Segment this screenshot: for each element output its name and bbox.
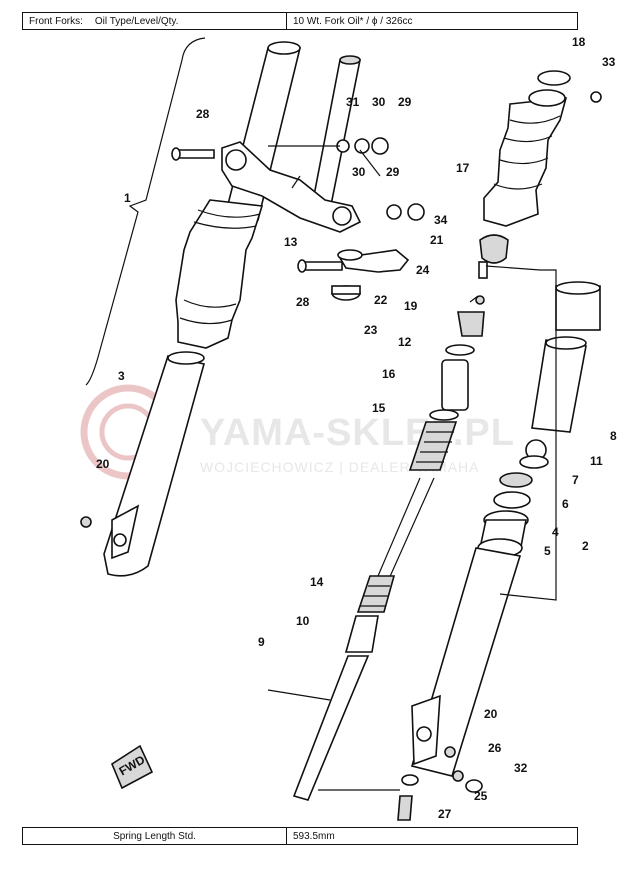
callout-18: 18 bbox=[572, 35, 586, 49]
callout-2: 2 bbox=[582, 539, 589, 553]
callout-31: 31 bbox=[346, 95, 360, 109]
drain-washer-20-left bbox=[80, 516, 92, 528]
callout-20-right: 20 bbox=[484, 707, 498, 721]
spec-value-spring: 593.5mm bbox=[293, 830, 335, 842]
callout-9: 9 bbox=[258, 635, 265, 649]
damper-column bbox=[292, 311, 485, 801]
drain-bolt-27 bbox=[397, 795, 413, 821]
callout-13: 13 bbox=[284, 235, 298, 249]
spacer-16 bbox=[441, 359, 469, 411]
piston-10 bbox=[344, 615, 379, 653]
fwd-stamp: FWD bbox=[111, 744, 154, 790]
callout-10: 10 bbox=[296, 614, 310, 628]
leader-lines bbox=[267, 145, 557, 791]
left-fork-assembly bbox=[80, 41, 362, 577]
callout-15: 15 bbox=[372, 401, 386, 415]
spec-label-spring: Spring Length Std. bbox=[23, 828, 287, 844]
callout-14: 14 bbox=[310, 575, 324, 589]
callout-32: 32 bbox=[514, 761, 528, 775]
callout-1: 1 bbox=[124, 191, 131, 205]
callout-3: 3 bbox=[118, 369, 125, 383]
right-fork-boot bbox=[483, 70, 602, 227]
o-ring-24 bbox=[475, 295, 485, 305]
callout-23: 23 bbox=[364, 323, 378, 337]
callouts: 1 2 3 4 5 6 7 8 9 10 11 12 13 14 15 16 1… bbox=[96, 35, 617, 821]
callout-25: 25 bbox=[474, 789, 488, 803]
assembly-bracket-1 bbox=[85, 37, 206, 386]
right-inner-parts bbox=[397, 281, 601, 821]
left-fork-boot bbox=[175, 199, 264, 349]
watermark-title: YAMA-SKLEP.PL bbox=[200, 412, 515, 454]
air-valve-21 bbox=[478, 261, 488, 279]
watermark-subtitle: WOJCIECHOWICZ | DEALER YAMAHA bbox=[200, 459, 479, 475]
spring-seat-19 bbox=[457, 311, 485, 337]
rebound-spring-14 bbox=[356, 575, 396, 613]
callout-28-lower: 28 bbox=[296, 295, 310, 309]
callout-12: 12 bbox=[398, 335, 412, 349]
damper-rod-9 bbox=[292, 655, 370, 801]
upper-crown bbox=[221, 141, 362, 233]
callout-4: 4 bbox=[552, 525, 559, 539]
spec-label-cell: Front Forks: Oil Type/Level/Qty. bbox=[23, 13, 287, 29]
fork-clamp-22 bbox=[338, 249, 410, 273]
callout-33: 33 bbox=[602, 55, 616, 69]
fork-cap-34 bbox=[479, 234, 509, 264]
spec-label-oil: Oil Type/Level/Qty. bbox=[94, 15, 179, 27]
bolt-28-lower bbox=[301, 261, 343, 271]
callout-27: 27 bbox=[438, 807, 452, 821]
callout-26: 26 bbox=[488, 741, 502, 755]
callout-29-upper: 29 bbox=[398, 95, 412, 109]
callout-8: 8 bbox=[610, 429, 617, 443]
callout-5: 5 bbox=[544, 544, 551, 558]
steering-stem bbox=[311, 59, 361, 211]
callout-6: 6 bbox=[562, 497, 569, 511]
fork-spring-upper bbox=[408, 421, 458, 471]
callout-20-left: 20 bbox=[96, 457, 110, 471]
spec-row-oil: Front Forks: Oil Type/Level/Qty. 10 Wt. … bbox=[22, 12, 578, 30]
callout-24: 24 bbox=[416, 263, 430, 277]
callout-21: 21 bbox=[430, 233, 444, 247]
top-hardware bbox=[297, 137, 425, 301]
callout-28-upper: 28 bbox=[196, 107, 210, 121]
callout-17: 17 bbox=[456, 161, 470, 175]
inner-tube-8 bbox=[531, 339, 587, 433]
callout-7: 7 bbox=[572, 473, 579, 487]
spec-row-spring: Spring Length Std. 593.5mm bbox=[22, 827, 578, 845]
callout-16: 16 bbox=[382, 367, 396, 381]
callout-34: 34 bbox=[434, 213, 448, 227]
callout-30-upper: 30 bbox=[372, 95, 386, 109]
callout-19: 19 bbox=[404, 299, 418, 313]
spec-label-front-forks: Front Forks: bbox=[29, 15, 83, 27]
spec-value-oil: 10 Wt. Fork Oil* / ϕ / 326cc bbox=[293, 15, 413, 27]
damper-rod bbox=[371, 477, 421, 591]
bolt-28-upper bbox=[175, 149, 215, 159]
callout-11: 11 bbox=[590, 454, 603, 468]
callout-30-lower: 30 bbox=[352, 165, 366, 179]
callout-22: 22 bbox=[374, 293, 388, 307]
callout-29-lower: 29 bbox=[386, 165, 400, 179]
